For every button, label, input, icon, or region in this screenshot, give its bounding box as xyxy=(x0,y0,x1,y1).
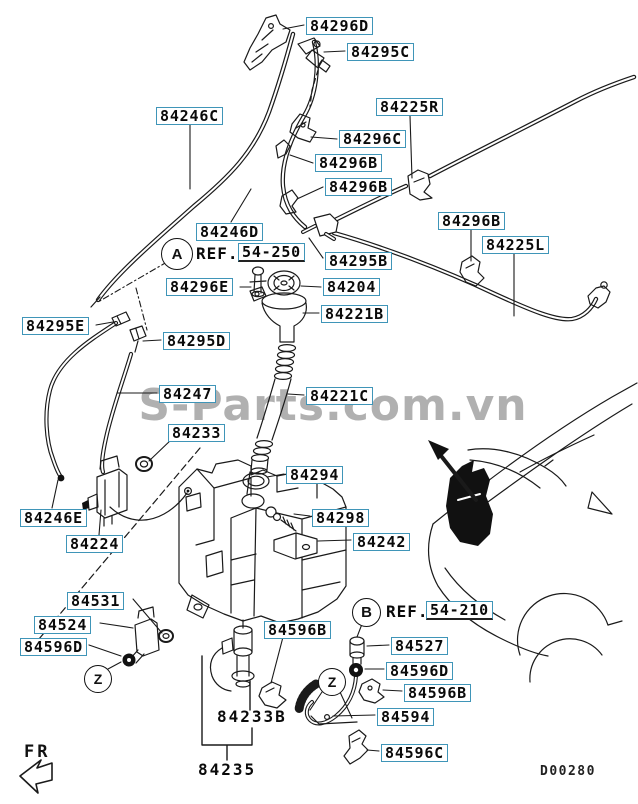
nozzle-bracket xyxy=(243,14,291,71)
ref-prefix-b: REF. xyxy=(386,602,429,621)
ref-circle-b: B xyxy=(352,598,381,627)
part-label-84224[interactable]: 84224 xyxy=(66,535,124,553)
fr-arrow-icon xyxy=(19,759,53,794)
part-label-84298[interactable]: 84298 xyxy=(312,509,370,527)
washer-tank xyxy=(178,459,347,629)
ref-prefix-a: REF. xyxy=(196,244,239,263)
part-label-84295c[interactable]: 84295C xyxy=(347,43,414,61)
mount-bracket xyxy=(273,532,318,560)
part-label-84246e[interactable]: 84246E xyxy=(20,509,87,527)
part-label-84296d[interactable]: 84296D xyxy=(306,17,373,35)
fr-direction-label: FR xyxy=(24,742,51,762)
part-label-84524[interactable]: 84524 xyxy=(34,616,92,634)
part-label-84596d[interactable]: 84596D xyxy=(386,662,453,680)
part-label-84596d[interactable]: 84596D xyxy=(20,638,87,656)
part-label-84233b: 84233B xyxy=(217,707,287,726)
part-label-84296e[interactable]: 84296E xyxy=(166,278,233,296)
elbow-joint xyxy=(297,37,331,108)
ref-section-link-54-210[interactable]: 54-210 xyxy=(426,601,493,620)
part-label-84296b[interactable]: 84296B xyxy=(325,178,392,196)
part-label-84596c[interactable]: 84596C xyxy=(381,744,448,762)
part-label-84596b[interactable]: 84596B xyxy=(404,684,471,702)
washer-pump-upper xyxy=(82,455,193,527)
part-label-84235: 84235 xyxy=(198,760,257,779)
part-label-84296b[interactable]: 84296B xyxy=(438,212,505,230)
part-label-84246c[interactable]: 84246C xyxy=(156,107,223,125)
part-label-84596b[interactable]: 84596B xyxy=(264,621,331,639)
direction-arrow-icon xyxy=(428,440,478,502)
hose-connectors xyxy=(111,311,147,353)
hose-y-junction xyxy=(301,213,339,241)
part-label-84233[interactable]: 84233 xyxy=(168,424,226,442)
hose-clips xyxy=(275,113,611,309)
part-label-84296c[interactable]: 84296C xyxy=(339,130,406,148)
diagram-code: D00280 xyxy=(540,764,596,779)
zone-marker-z-2: Z xyxy=(318,668,346,696)
part-label-84295b[interactable]: 84295B xyxy=(325,252,392,270)
part-label-84225r[interactable]: 84225R xyxy=(376,98,443,116)
part-label-84295d[interactable]: 84295D xyxy=(163,332,230,350)
ref-section-link-54-250[interactable]: 54-250 xyxy=(238,243,305,262)
part-label-84247[interactable]: 84247 xyxy=(159,385,217,403)
ref-circle-a: A xyxy=(161,238,193,270)
part-label-84295e[interactable]: 84295E xyxy=(22,317,89,335)
level-sensor-group xyxy=(258,636,385,765)
part-label-84296b[interactable]: 84296B xyxy=(315,154,382,172)
leader-lines xyxy=(51,24,515,752)
part-label-84242[interactable]: 84242 xyxy=(353,533,411,551)
zone-marker-z-1: Z xyxy=(84,665,112,693)
washer-pump-lower-left xyxy=(122,606,174,667)
part-label-84594[interactable]: 84594 xyxy=(377,708,435,726)
part-label-84294[interactable]: 84294 xyxy=(286,466,344,484)
part-label-84246d[interactable]: 84246D xyxy=(196,223,263,241)
car-outline xyxy=(427,382,638,683)
joint-bolt xyxy=(265,506,297,532)
part-label-84531[interactable]: 84531 xyxy=(67,592,125,610)
part-label-84527[interactable]: 84527 xyxy=(391,637,449,655)
part-label-84204[interactable]: 84204 xyxy=(323,278,381,296)
part-label-84221b[interactable]: 84221B xyxy=(321,305,388,323)
washer-pump-assy xyxy=(201,625,255,761)
part-label-84225l[interactable]: 84225L xyxy=(482,236,549,254)
part-label-84221c[interactable]: 84221C xyxy=(306,387,373,405)
filler-neck xyxy=(242,266,307,495)
